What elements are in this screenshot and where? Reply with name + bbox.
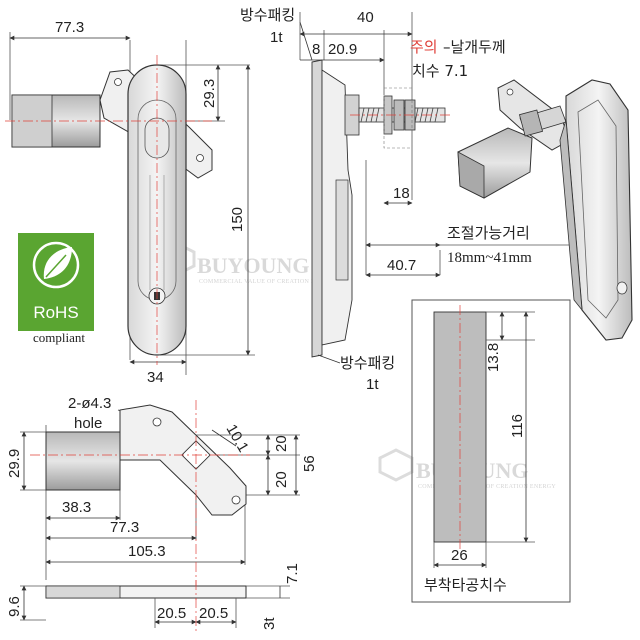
dim-side-gasket: 8 [312,41,320,58]
dim-side-40: 40 [357,9,374,26]
rohs-sub: compliant [33,330,85,345]
dim-hole-label: 2-ø4.3 [68,395,111,412]
watermark-brand: BUYOUNG [197,253,309,278]
dim-bottom-20-a: 20 [273,435,290,452]
dim-bottom-20-b: 20 [273,471,290,488]
watermark-tagline-2: COMMERCIAL VALUE OF CREATION ENERGY [418,484,556,490]
dim-hole-word: hole [74,415,102,432]
watermark-tagline: COMMERCIAL VALUE OF CREATION ENERGY [199,279,337,285]
dim-bottom-56: 56 [301,455,318,472]
rohs-badge: RoHS [18,233,94,331]
side-view: 방수패킹 1t 40 8 20.9 18 40.7 주의 –날개두께 치수 7.… [240,6,575,393]
dim-front-height: 150 [229,207,246,232]
dim-profile-9-6: 9.6 [6,596,23,617]
plate-view: 2-ø4.3 hole 29.9 38.3 77.3 105.3 20 20 5… [6,395,318,600]
dim-cutout-13-8: 13.8 [485,343,502,372]
rohs-label: RoHS [33,303,79,322]
dim-cutout-26: 26 [451,547,468,564]
cutout-title: 부착타공치수 [424,576,507,594]
dim-side-18: 18 [393,185,410,202]
dim-profile-20-5-b: 20.5 [199,605,228,622]
dim-cutout-116: 116 [509,414,526,438]
note-gasket-top-t: 1t [270,29,283,46]
front-view: 77.3 29.3 150 34 [5,19,255,386]
dim-front-body-width: 34 [147,369,164,386]
note-caution-rest: –날개두께 [443,38,506,56]
note-caution-size: 치수 7.1 [412,62,468,80]
dim-front-top-offset: 29.3 [201,79,218,108]
note-gasket-bottom-t: 1t [366,376,379,393]
product-render [457,79,633,341]
dim-side-20-9: 20.9 [328,41,357,58]
profile-view: 9.6 7.1 20.5 20.5 3t [6,563,301,632]
note-caution-red: 주의 [410,38,438,56]
dim-bottom-38-3: 38.3 [62,499,91,516]
dim-side-40-7: 40.7 [387,257,416,274]
dim-profile-3t: 3t [261,617,278,630]
dim-bottom-10-1: 10.1 [223,422,252,456]
note-adjust-title: 조절가능거리 [447,224,530,242]
note-gasket-bottom: 방수패킹 [340,354,395,372]
cutout-view: 13.8 116 26 부착타공치수 [411,299,571,603]
note-adjust-range: 18mm~41mm [447,250,532,266]
dim-front-width: 77.3 [55,19,84,36]
dim-bottom-77-3: 77.3 [110,519,139,536]
dim-profile-20-5-a: 20.5 [157,605,186,622]
watermark-top: BUYOUNG COMMERCIAL VALUE OF CREATION ENE… [160,242,337,285]
leaf-icon [32,241,80,289]
dim-profile-7-1: 7.1 [284,563,301,584]
dim-bottom-29-9: 29.9 [6,449,23,478]
dim-bottom-105-3: 105.3 [128,543,166,560]
note-gasket-top: 방수패킹 [240,6,295,24]
